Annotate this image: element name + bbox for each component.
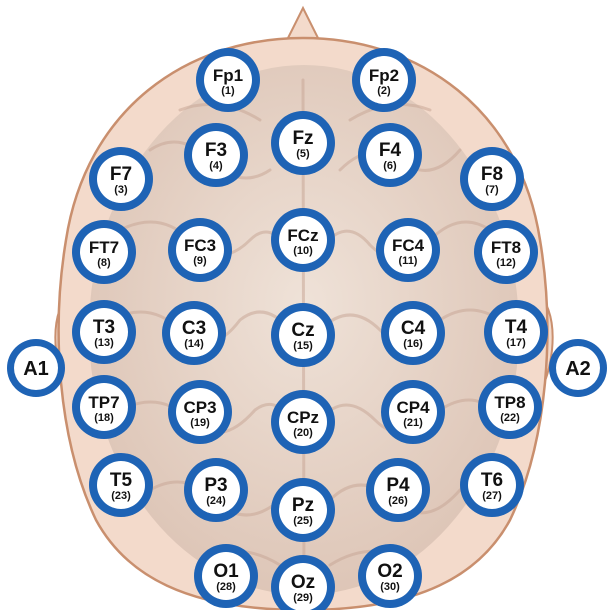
electrode-label: P3 (204, 475, 227, 496)
electrode-label: CP3 (183, 398, 216, 417)
electrode-label: Fp2 (369, 66, 399, 85)
electrode-number: (10) (293, 245, 313, 257)
electrode-label: C3 (182, 318, 206, 339)
electrode-number: (3) (114, 184, 128, 196)
reference-electrode-label: A2 (565, 358, 591, 380)
electrode-label: T5 (110, 470, 133, 491)
electrode-p3: P3(24) (184, 458, 248, 522)
electrode-label: CPz (287, 408, 319, 427)
electrode-label: FC4 (392, 236, 425, 255)
electrode-label: Fz (292, 128, 313, 149)
electrode-label: P4 (386, 475, 410, 496)
electrode-number: (22) (500, 412, 520, 424)
electrode-cpz: CPz(20) (271, 390, 335, 454)
electrode-fp2: Fp2(2) (352, 48, 416, 112)
electrode-cp3: CP3(19) (168, 380, 232, 444)
electrode-label: FT8 (491, 238, 521, 257)
electrode-label: TP8 (494, 393, 525, 412)
electrode-f7: F7(3) (89, 147, 153, 211)
electrode-number: (27) (482, 490, 502, 502)
electrode-c3: C3(14) (162, 301, 226, 365)
electrode-number: (14) (184, 338, 204, 350)
electrode-ft8: FT8(12) (474, 220, 538, 284)
electrode-t6: T6(27) (460, 453, 524, 517)
electrode-number: (23) (111, 490, 131, 502)
electrode-label: Fp1 (213, 66, 243, 85)
electrode-number: (18) (94, 412, 114, 424)
electrode-label: FT7 (89, 238, 119, 257)
electrode-number: (26) (388, 495, 408, 507)
electrode-number: (30) (380, 581, 400, 593)
reference-electrode-a2: A2 (549, 339, 607, 397)
electrode-number: (1) (221, 85, 235, 97)
electrode-pz: Pz(25) (271, 478, 335, 542)
electrode-label: F7 (110, 164, 132, 185)
electrode-t3: T3(13) (72, 300, 136, 364)
electrode-label: F4 (379, 140, 402, 161)
electrode-number: (4) (209, 160, 223, 172)
electrode-number: (24) (206, 495, 226, 507)
electrode-label: Oz (291, 572, 315, 593)
electrode-label: T6 (481, 470, 503, 491)
electrode-ft7: FT7(8) (72, 220, 136, 284)
electrode-label: O1 (213, 561, 239, 582)
electrode-number: (19) (190, 417, 210, 429)
electrode-t4: T4(17) (484, 300, 548, 364)
electrode-number: (28) (216, 581, 236, 593)
electrode-number: (15) (293, 340, 313, 352)
electrode-number: (9) (193, 255, 207, 267)
electrode-t5: T5(23) (89, 453, 153, 517)
electrode-label: O2 (377, 561, 402, 582)
electrode-number: (16) (403, 338, 423, 350)
electrode-f4: F4(6) (358, 123, 422, 187)
electrode-fcz: FCz(10) (271, 208, 335, 272)
electrode-number: (7) (485, 184, 499, 196)
electrode-label: F8 (481, 164, 503, 185)
electrode-tp8: TP8(22) (478, 375, 542, 439)
reference-electrode-label: A1 (23, 358, 49, 380)
electrode-fp1: Fp1(1) (196, 48, 260, 112)
electrode-tp7: TP7(18) (72, 375, 136, 439)
electrode-number: (5) (296, 148, 310, 160)
electrode-cz: Cz(15) (271, 303, 335, 367)
electrode-f3: F3(4) (184, 123, 248, 187)
electrode-fc4: FC4(11) (376, 218, 440, 282)
electrode-number: (21) (403, 417, 423, 429)
electrode-number: (25) (293, 515, 313, 527)
electrode-number: (20) (293, 427, 313, 439)
electrode-label: T4 (505, 317, 528, 338)
electrode-fc3: FC3(9) (168, 218, 232, 282)
electrode-o2: O2(30) (358, 544, 422, 608)
electrode-number: (29) (293, 592, 313, 604)
electrode-label: Pz (292, 495, 314, 516)
electrode-label: T3 (93, 317, 115, 338)
electrode-cp4: CP4(21) (381, 380, 445, 444)
electrode-number: (12) (496, 257, 516, 269)
electrode-c4: C4(16) (381, 301, 445, 365)
electrode-fz: Fz(5) (271, 111, 335, 175)
electrode-number: (11) (399, 255, 418, 267)
electrode-number: (13) (94, 337, 114, 349)
electrode-label: F3 (205, 140, 227, 161)
electrode-p4: P4(26) (366, 458, 430, 522)
electrode-label: FC3 (184, 236, 216, 255)
electrode-number: (2) (377, 85, 391, 97)
electrode-label: CP4 (396, 398, 430, 417)
electrode-f8: F8(7) (460, 147, 524, 211)
electrode-label: FCz (287, 226, 318, 245)
electrode-label: Cz (291, 320, 314, 341)
electrode-number: (8) (97, 257, 111, 269)
reference-electrode-a1: A1 (7, 339, 65, 397)
electrode-number: (6) (383, 160, 397, 172)
electrode-o1: O1(28) (194, 544, 258, 608)
electrode-number: (17) (506, 337, 526, 349)
electrode-label: C4 (401, 318, 426, 339)
electrode-label: TP7 (88, 393, 119, 412)
